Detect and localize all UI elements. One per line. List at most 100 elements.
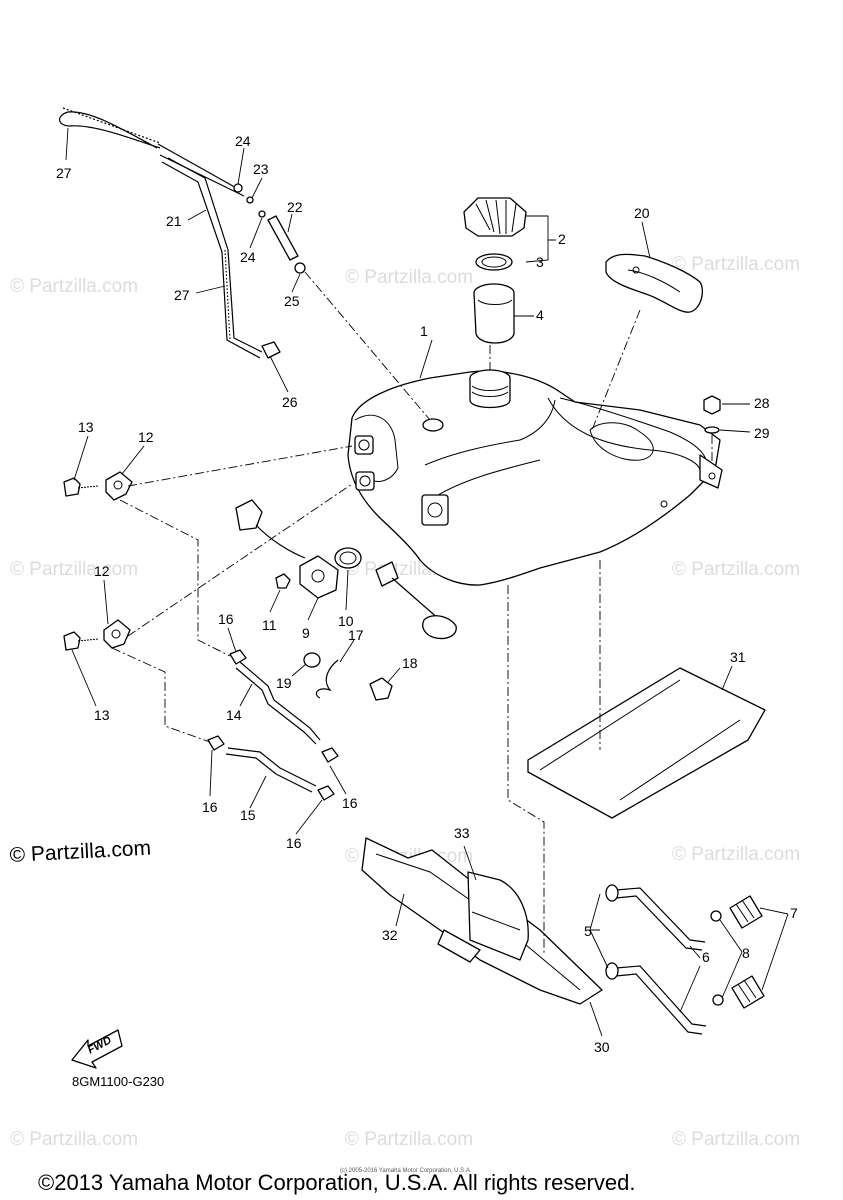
- lower-guards: [361, 837, 603, 1005]
- cap-7-upper: [729, 895, 763, 929]
- tank-side-ridge: [429, 459, 541, 501]
- callout-21: 21: [166, 213, 182, 229]
- hose-6-upper-edge: [615, 895, 703, 951]
- bracket-12-upper: [105, 471, 133, 501]
- leader-lines: [65, 127, 789, 1037]
- leader: [269, 589, 281, 613]
- pump-plate-hole: [311, 569, 325, 583]
- guard-32-tab: [437, 929, 481, 963]
- pad-body: [605, 253, 704, 313]
- bolt-13-upper: [63, 477, 81, 497]
- pump-plate-9: [299, 555, 339, 599]
- pad-inner: [627, 269, 681, 293]
- tank-body: [347, 370, 721, 586]
- float: [422, 615, 457, 640]
- breather-hose-27-upper: [59, 111, 161, 149]
- filler-neck: [469, 378, 511, 409]
- watermark: © Partzilla.com: [345, 1129, 473, 1150]
- cap-7-lower: [731, 975, 765, 1009]
- rear-tab-hole: [708, 472, 716, 480]
- plate-31: [527, 667, 766, 819]
- joint-23b: [258, 210, 266, 218]
- cap-7-ribs: [737, 979, 757, 1003]
- bracket-12-lower: [103, 619, 131, 649]
- cover-33: [467, 871, 529, 961]
- callout-27: 27: [174, 287, 190, 303]
- leader: [395, 893, 405, 927]
- left-mount-hardware: [63, 471, 133, 651]
- watermark: © Partzilla.com: [672, 559, 800, 580]
- bolt-thread: [77, 638, 99, 642]
- watermark: © Partzilla.com: [10, 559, 138, 580]
- hose-6-upper: [615, 887, 706, 943]
- callout-19: 19: [276, 675, 292, 691]
- callout-25: 25: [284, 293, 300, 309]
- leader: [291, 663, 307, 677]
- mount-boss-lower: [355, 471, 375, 491]
- leader: [71, 649, 97, 707]
- hose-coil-texture: [62, 107, 161, 144]
- leader: [121, 445, 145, 475]
- copyright-line: ©2013 Yamaha Motor Corporation, U.S.A. A…: [38, 1170, 635, 1195]
- tank-bolt-hole: [660, 500, 668, 508]
- fwd-arrow-icon: [71, 1029, 123, 1069]
- assembly-line: [111, 647, 211, 743]
- hose-15-edge: [225, 753, 313, 793]
- fuel-cap: [463, 197, 527, 237]
- mount-boss-upper: [354, 435, 374, 455]
- tank-pad-20: [605, 253, 704, 313]
- hose-6-lower-edge: [615, 973, 703, 1035]
- leader: [719, 919, 743, 999]
- callout-32: 32: [382, 927, 398, 943]
- callout-26: 26: [282, 394, 298, 410]
- gasket-10: [334, 547, 362, 569]
- callout-numbers: 27 21 27 24 23 22 24 25 26 1 2 3 4 20 28…: [56, 133, 798, 1055]
- collar-19: [303, 652, 321, 668]
- hose-14-edge: [235, 667, 317, 745]
- leader: [295, 799, 323, 835]
- callout-22: 22: [287, 199, 303, 215]
- cover-33-slot: [471, 911, 521, 931]
- leader: [329, 765, 347, 795]
- clamp-16-d: [317, 785, 335, 801]
- leader: [291, 273, 301, 293]
- watermark: © Partzilla.com: [672, 254, 800, 275]
- leader: [65, 127, 69, 161]
- watermark: © Partzilla.com: [10, 1129, 138, 1150]
- diagram-code: 8GM1100-G230: [72, 1074, 164, 1089]
- gasket-3-inner: [481, 256, 507, 268]
- leader: [719, 429, 751, 433]
- plate-31-edge: [539, 679, 741, 801]
- callout-29: 29: [754, 425, 770, 441]
- watermark: © Partzilla.com: [10, 276, 138, 297]
- strainer-4: [473, 292, 515, 344]
- mount-boss-hole: [358, 439, 370, 451]
- pump-wire: [255, 524, 306, 559]
- cap-7-ribs: [735, 899, 755, 923]
- callout-12: 12: [138, 429, 154, 445]
- assembly-line: [119, 499, 231, 657]
- callout-27: 27: [56, 165, 72, 181]
- callout-20: 20: [634, 205, 650, 221]
- leader: [73, 435, 89, 481]
- leader: [287, 213, 293, 233]
- leader: [641, 221, 651, 259]
- hose-corrugation: [224, 249, 231, 341]
- clip-25: [294, 262, 306, 274]
- cap-ribs: [475, 199, 517, 235]
- assembly-line: [127, 483, 353, 637]
- leader: [307, 597, 319, 621]
- callout-31: 31: [730, 649, 746, 665]
- callout-23: 23: [253, 161, 269, 177]
- callout-5: 5: [584, 923, 592, 939]
- leader: [387, 667, 401, 683]
- leader: [759, 907, 789, 991]
- leader: [195, 285, 226, 294]
- fuel-pump-assembly: [235, 499, 457, 640]
- assembly-line: [127, 445, 353, 487]
- bracket-hole: [111, 629, 121, 639]
- hose-upper: [157, 143, 241, 191]
- callout-10: 10: [338, 613, 354, 629]
- gasket-3: [475, 253, 513, 271]
- filler-neck-threads: [471, 385, 509, 397]
